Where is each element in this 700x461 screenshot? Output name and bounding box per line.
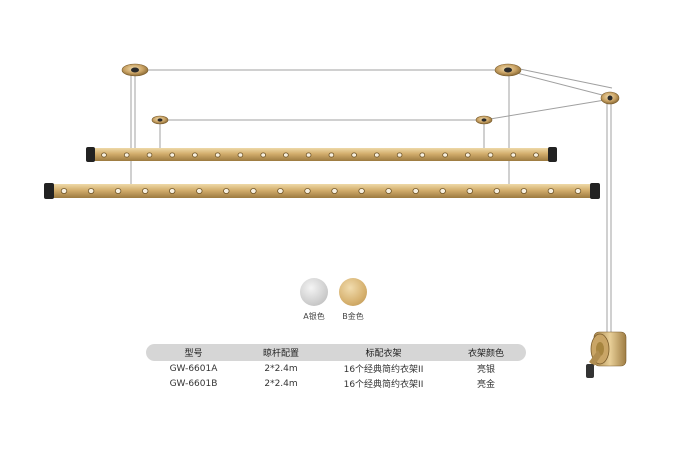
header-model: 型号 [146, 344, 241, 361]
hanger-hole [331, 188, 338, 194]
hanger-hole [385, 188, 392, 194]
hanger-hole [412, 188, 419, 194]
hanger-hole [237, 152, 244, 158]
hanger-hole [493, 188, 500, 194]
ceiling-pulley-right-front [475, 115, 493, 125]
hanger-hole [260, 152, 267, 158]
hanger-hole [214, 152, 221, 158]
hanger-hole [328, 152, 335, 158]
hanger-hole [547, 188, 555, 194]
hanger-hole [192, 152, 198, 158]
corner-pulley [600, 91, 620, 105]
hanger-hole [304, 188, 311, 194]
hanger-hole [358, 188, 365, 194]
hanger-hole [196, 188, 203, 194]
hanger-hole [464, 152, 471, 158]
hanger-hole [283, 152, 289, 158]
hanger-hole [146, 152, 153, 158]
cell-bar-config: 2*2.4m [264, 378, 298, 389]
hanger-hole [439, 188, 446, 194]
hanger-hole [60, 188, 68, 194]
hanger-hole [419, 152, 426, 158]
hanger-hole [87, 188, 95, 194]
hanger-hole [510, 152, 517, 158]
drying-bar-rear [86, 147, 557, 162]
hanger-hole [114, 188, 122, 194]
ceiling-pulley-left-front [151, 115, 169, 125]
cell-hanger-color: 亮金 [476, 380, 495, 390]
hanger-hole [574, 188, 582, 194]
cell-bar-config: 2*2.4m [264, 363, 298, 374]
table-row: GW-6601B 2*2.4m 16个经典简约衣架II 亮金 [146, 376, 526, 391]
ceiling-pulley-right-rear [494, 63, 522, 77]
hanger-hole [141, 188, 149, 194]
hanger-hole [373, 152, 380, 158]
cell-hangers: 16个经典简约衣架II [343, 365, 424, 375]
gold-swatch-label: B金色 [342, 312, 364, 321]
hanger-hole [396, 152, 403, 158]
header-hanger-color: 衣架颜色 [446, 344, 526, 361]
hanger-hole [351, 152, 357, 158]
color-option-gold: B金色 [328, 278, 378, 322]
table-row: GW-6601A 2*2.4m 16个经典简约衣架II 亮银 [146, 361, 526, 376]
hanger-hole [442, 152, 448, 158]
header-bar-config: 晾杆配置 [241, 344, 321, 361]
hanger-hole [533, 152, 539, 158]
hanger-hole [168, 188, 176, 194]
hanger-hole [223, 188, 230, 194]
hanger-hole [466, 188, 473, 194]
hanger-hole [169, 152, 176, 158]
drying-bar-front [44, 183, 600, 199]
cables [130, 67, 613, 345]
header-hangers: 标配衣架 [321, 344, 446, 361]
gold-swatch [339, 278, 367, 306]
hanger-hole [305, 152, 312, 158]
cell-model: GW-6601A [169, 363, 218, 374]
cell-model: GW-6601B [169, 378, 218, 389]
ceiling-pulley-left-rear [121, 63, 149, 77]
hand-crank [586, 331, 627, 378]
hanger-hole [123, 152, 130, 158]
hanger-hole [487, 152, 494, 158]
spec-table-header: 型号 晾杆配置 标配衣架 衣架颜色 [146, 344, 526, 361]
color-option-silver: A银色 [289, 278, 339, 322]
silver-swatch-label: A银色 [303, 312, 325, 321]
spec-table: 型号 晾杆配置 标配衣架 衣架颜色 GW-6601A 2*2.4m 16个经典简… [146, 344, 526, 391]
silver-swatch [300, 278, 328, 306]
cell-hanger-color: 亮银 [476, 365, 495, 375]
hanger-hole [520, 188, 528, 194]
hanger-hole [277, 188, 284, 194]
hanger-hole [101, 152, 107, 158]
cell-hangers: 16个经典简约衣架II [343, 380, 424, 390]
hanger-hole [250, 188, 257, 194]
